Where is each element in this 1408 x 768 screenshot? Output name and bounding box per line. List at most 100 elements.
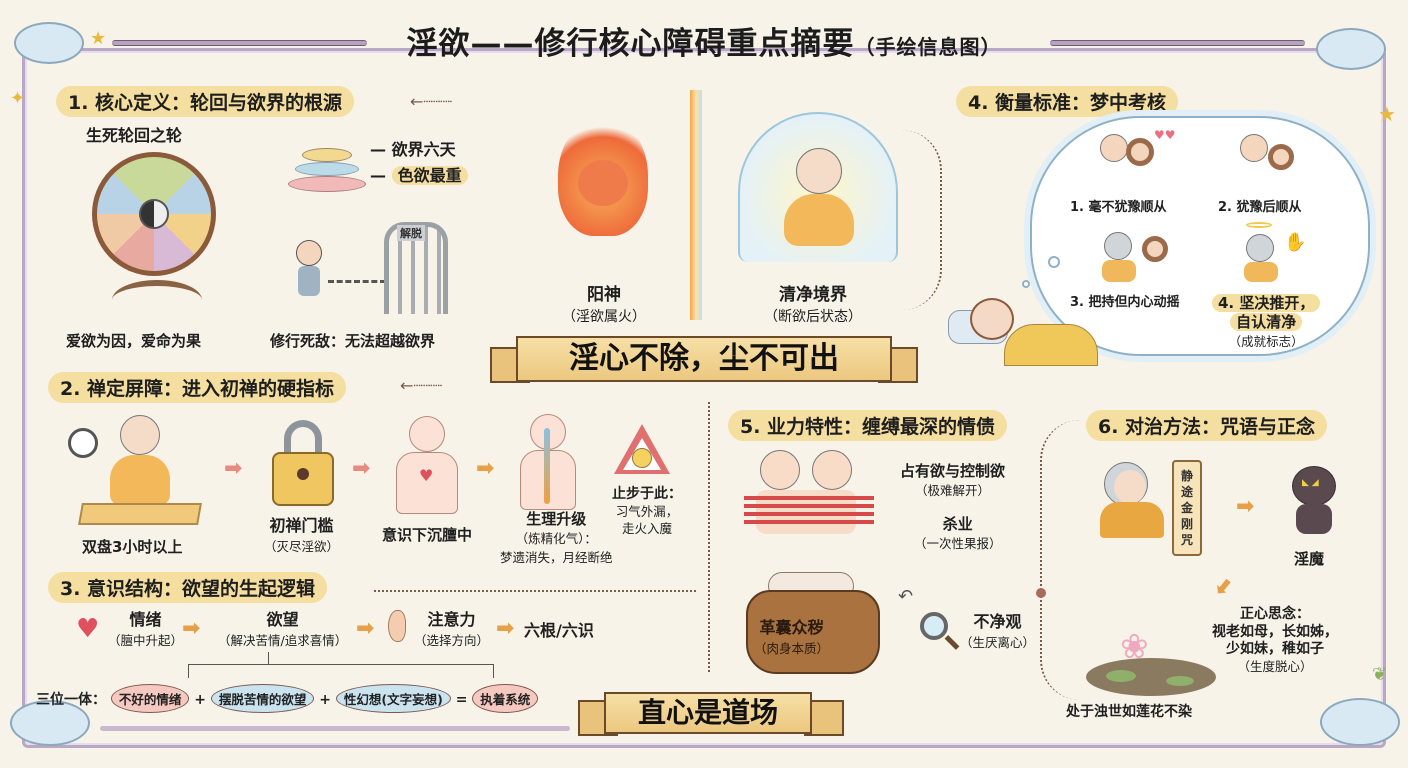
cloud-icon: [10, 700, 90, 746]
step-double-lotus: 双盘3小时以上: [82, 538, 183, 556]
dotted-arrow-icon: ←┈┈┈: [410, 92, 453, 111]
title-divider-left: [112, 40, 367, 46]
section5-heading: 5. 业力特性：缠缚最深的情债: [728, 410, 1008, 441]
karma-possessiveness: 占有欲与控制欲（极难解开）: [900, 462, 1006, 498]
right-mindset: 正心思念：视老如母，长如姊，少如妹，稚如子（生度脱心）: [1212, 606, 1338, 674]
dream-level-3: 3. 把持但内心动摇: [1070, 295, 1180, 310]
bracket-line: [188, 664, 494, 678]
page-subtitle: （手绘信息图）: [854, 35, 1002, 59]
stopwatch-icon: [68, 428, 98, 458]
warning-sign-icon: [614, 424, 670, 474]
arrow-right-icon: ➡: [476, 456, 495, 481]
ear-icon: [388, 610, 406, 642]
arrow-right-icon: ➡: [356, 616, 375, 641]
flow-attention: 注意力（选择方向）: [414, 610, 490, 648]
dream-scene-3-icon: [1098, 230, 1182, 284]
step-threshold: 初禅门槛（灭尽淫欲）: [264, 516, 340, 554]
connector-dotted: [1040, 420, 1080, 700]
dotted-divider: [708, 402, 710, 672]
plus-sign: +: [319, 692, 331, 708]
light-divider: [690, 90, 702, 320]
meditating-monk-icon: [78, 415, 202, 525]
star-icon: ★: [90, 28, 107, 49]
trinity-emotion: 不好的情绪: [110, 684, 190, 713]
dream-cloud: [1030, 116, 1370, 356]
section2-heading: 2. 禅定屏障：进入初禅的硬指标: [48, 372, 347, 403]
curved-arrow-icon: ↶: [898, 586, 914, 607]
dream-scene-4-icon: ✋: [1240, 222, 1310, 282]
magnifier-icon: [920, 612, 948, 640]
trinity-row: 三位一体： 不好的情绪 + 摆脱苦情的欲望 + 性幻想(文字妄想) = 执着系统: [36, 684, 539, 713]
yang-shen-label: 阳神（淫欲属火）: [562, 285, 646, 326]
glass-dome-icon: [738, 112, 898, 262]
karma-killing: 杀业（一次性果报）: [914, 515, 1002, 551]
yin-yang-icon: [139, 199, 169, 229]
tree-roots-icon: [112, 280, 202, 320]
header: 淫欲——修行核心障碍重点摘要（手绘信息图）: [0, 18, 1408, 63]
bracket-stem: [268, 652, 269, 664]
fire-spirit-icon: [548, 110, 668, 270]
cloud-icon: [1316, 28, 1386, 70]
plus-sign: +: [194, 692, 206, 708]
page-title: 淫欲——修行核心障碍重点摘要（手绘信息图）: [406, 26, 1002, 62]
equals-sign: =: [455, 692, 468, 708]
divider-line: [100, 726, 570, 731]
dream-scene-1-icon: ♥♥: [1096, 128, 1176, 186]
pure-realm-label: 清净境界（断欲后状态）: [764, 285, 862, 326]
step-physical-upgrade: 生理升级（炼精化气）：梦遗消失，月经断绝: [500, 510, 613, 565]
liberation-gate-icon: 解脱: [384, 222, 448, 314]
connector-dot: [1036, 588, 1046, 598]
dream-scene-2-icon: [1236, 132, 1302, 186]
lotus-caption: 处于浊世如莲花不染: [1066, 704, 1192, 720]
contemplation-label: 不净观（生厌离心）: [960, 612, 1036, 650]
title-divider-right: [1050, 40, 1305, 46]
gate-label: 解脱: [397, 225, 425, 241]
chained-monk-icon: [290, 240, 330, 300]
leather-bag-icon: [746, 568, 880, 678]
sparkle-icon: ✦: [10, 88, 26, 109]
bottom-banner: 直心是道场: [604, 692, 812, 734]
dotted-arrow-icon: ←┈┈┈: [400, 376, 443, 395]
section1-heading: 1. 核心定义：轮回与欲界的根源: [56, 86, 355, 117]
leaf-icon: ❦: [1372, 664, 1388, 685]
connector-dotted: [902, 130, 942, 310]
heaven-label-lust: — 色欲最重: [370, 166, 468, 186]
arrow-right-icon: ➡: [1236, 494, 1255, 519]
arrow-right-icon: ➡: [352, 456, 371, 481]
section6-heading: 6. 对治方法：咒语与正念: [1086, 410, 1328, 441]
step-stop-here: 止步于此：习气外漏，走火入魔: [612, 486, 682, 536]
meditating-monk-icon: [796, 148, 842, 194]
wheel-title: 生死轮回之轮: [86, 126, 183, 145]
bag-label: 革囊众秽（肉身本质）: [754, 618, 830, 656]
trinity-label: 三位一体：: [36, 692, 106, 708]
chain-caption: 修行死敌：无法超越欲界: [270, 332, 436, 350]
main-banner: 淫心不除，尘不可出: [516, 336, 892, 382]
monk-chanting-icon: [1100, 462, 1164, 538]
padlock-icon: [272, 420, 334, 506]
section3-heading: 3. 意识结构：欲望的生起逻辑: [48, 572, 328, 603]
mantra-scroll-icon: 静途金刚咒: [1172, 460, 1202, 556]
flow-emotion: 情绪（膻中升起）: [108, 610, 184, 648]
section4-heading: 4. 衡量标准：梦中考核: [956, 86, 1179, 117]
thought-bubble: [1048, 256, 1060, 268]
flow-desire: 欲望（解决苦情/追求喜情）: [218, 610, 348, 648]
wheel-caption: 爱欲为因，爱命为果: [66, 332, 202, 350]
heaven-label-six: — 欲界六天: [370, 140, 456, 159]
lotus-pond-icon: ❀: [1086, 630, 1216, 696]
cloud-icon: [14, 22, 84, 64]
heaven-layers-icon: [288, 148, 366, 200]
trinity-desire: 摆脱苦情的欲望: [210, 684, 315, 713]
dream-level-2: 2. 犹豫后顺从: [1218, 200, 1302, 215]
wheel-of-life-icon: [92, 152, 216, 276]
dream-level-1: 1. 毫不犹豫顺从: [1070, 200, 1167, 215]
scroll-text: 静途金刚咒: [1181, 469, 1194, 547]
arrow-right-icon: ➡: [182, 616, 201, 641]
demon-label: 淫魔: [1294, 550, 1325, 568]
thought-bubble: [1022, 280, 1030, 288]
heart-icon: ♥: [76, 614, 100, 644]
flow-six-roots: 六根/六识: [524, 621, 594, 640]
sleeping-person-icon: [948, 290, 1098, 366]
star-icon: ★: [1378, 102, 1396, 126]
dotted-divider: [374, 590, 696, 592]
cloud-icon: [1320, 698, 1400, 746]
